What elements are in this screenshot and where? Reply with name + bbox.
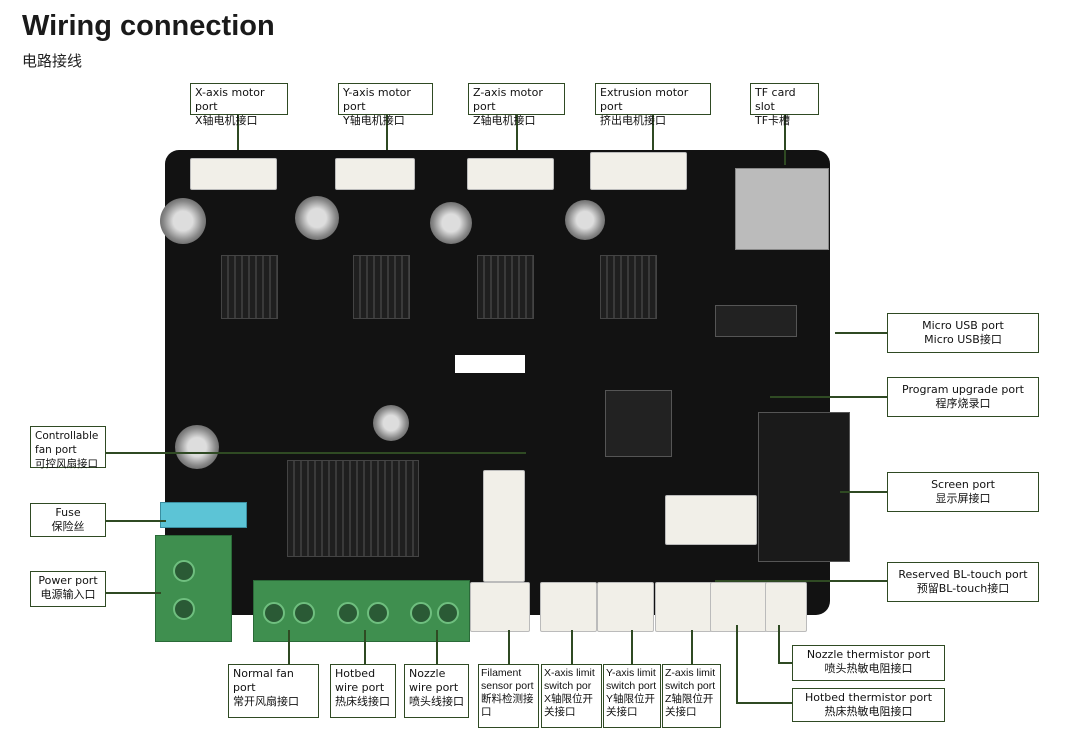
page-subtitle: 电路接线 xyxy=(22,52,83,70)
label-en: Micro USB port xyxy=(922,319,1004,332)
mainboard-image xyxy=(155,150,850,642)
label-zh: Micro USB接口 xyxy=(924,333,1002,346)
label-en: Z-axis limit switch port xyxy=(665,667,716,692)
label-en: X-axis limit switch por xyxy=(544,667,595,692)
label-en: Extrusion motor port xyxy=(600,86,689,113)
label-zh: 程序烧录口 xyxy=(935,397,991,410)
label-zh: X轴电机接口 xyxy=(195,114,258,127)
label-zh: 热床线接口 xyxy=(335,695,390,708)
label-controllable-fan-port: Controllable fan port 可控风扇接口 xyxy=(30,426,106,470)
label-en: Nozzle thermistor port xyxy=(806,648,931,661)
label-zh: 喷头热敏电阻接口 xyxy=(824,662,913,675)
label-zh: 电源输入口 xyxy=(40,588,96,601)
label-zh: 常开风扇接口 xyxy=(233,695,299,708)
label-zh: Z轴电机接口 xyxy=(473,114,536,127)
label-zh: Y轴限位开关接口 xyxy=(606,693,656,718)
page-title: Wiring connection xyxy=(22,10,275,42)
label-zh: 热床热敏电阻接口 xyxy=(824,705,913,718)
label-en: Filament sensor port xyxy=(481,667,534,692)
label-en: X-axis motor port xyxy=(195,86,265,113)
label-zh: 喷头线接口 xyxy=(409,695,464,708)
label-en: TF card slot xyxy=(755,86,796,113)
label-en: Reserved BL-touch port xyxy=(898,568,1028,581)
label-zh: 可控风扇接口 xyxy=(35,458,98,470)
label-zh: Y轴电机接口 xyxy=(343,114,405,127)
label-zh: 断料检测接口 xyxy=(481,693,534,718)
label-en: Normal fan port xyxy=(233,667,294,694)
label-en: Screen port xyxy=(931,478,995,491)
label-en: Hotbed thermistor port xyxy=(804,691,933,704)
label-en: Hotbed wire port xyxy=(335,667,385,694)
label-zh: 挤出电机接口 xyxy=(600,114,666,127)
label-zh: X轴限位开关接口 xyxy=(544,693,594,718)
label-en: Power port xyxy=(38,574,98,587)
label-en: Y-axis limit switch port xyxy=(606,667,657,692)
label-en: Y-axis motor port xyxy=(343,86,411,113)
label-zh: 保险丝 xyxy=(51,520,85,533)
label-zh: TF卡槽 xyxy=(755,114,791,127)
label-en: Program upgrade port xyxy=(902,383,1024,396)
label-zh: Z轴限位开关接口 xyxy=(665,693,714,718)
label-en: Nozzle wire port xyxy=(409,667,459,694)
label-en: Z-axis motor port xyxy=(473,86,543,113)
label-en: Controllable fan port xyxy=(35,430,99,456)
label-en: Fuse xyxy=(55,506,81,519)
label-zh: 显示屏接口 xyxy=(935,492,991,505)
label-zh: 预留BL-touch接口 xyxy=(916,582,1010,595)
